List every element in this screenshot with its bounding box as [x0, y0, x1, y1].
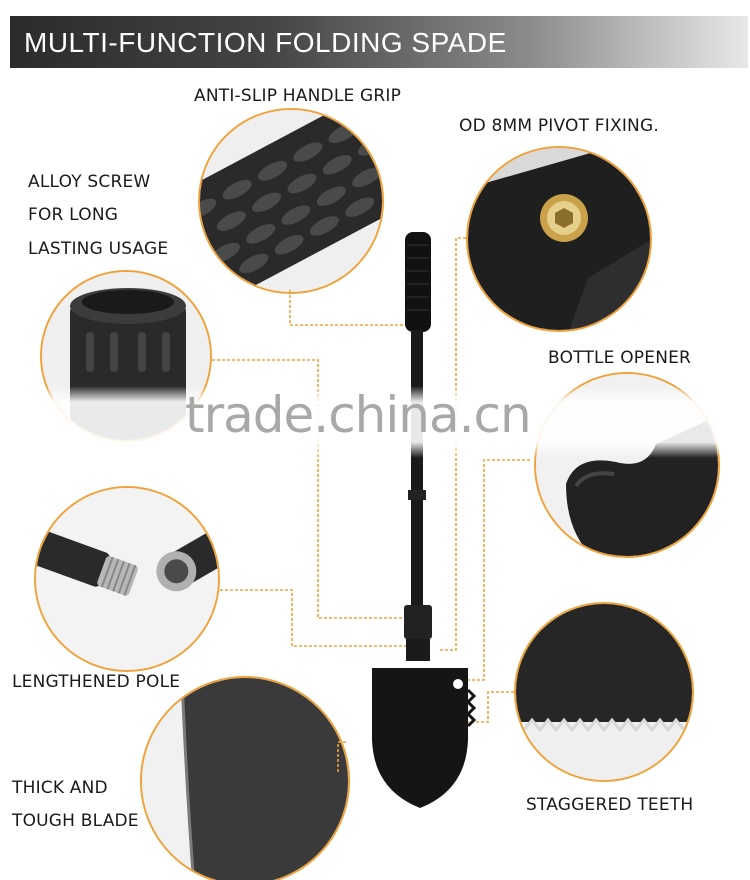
label-alloy-screw-1: ALLOY SCREW [28, 172, 151, 192]
banner-title: MULTI-FUNCTION FOLDING SPADE [24, 27, 507, 58]
label-pivot-fixing: OD 8MM PIVOT FIXING. [459, 116, 659, 136]
label-lengthened-pole: LENGTHENED POLE [12, 672, 181, 692]
staggered-teeth-detail-image [514, 602, 694, 782]
label-blade-2: TOUGH BLADE [12, 811, 139, 831]
label-staggered-teeth: STAGGERED TEETH [526, 795, 694, 815]
label-blade-1: THICK AND [12, 778, 108, 798]
handle-grip-detail-image [198, 108, 384, 294]
pivot-fixing-detail-image [466, 146, 652, 332]
label-bottle-opener: BOTTLE OPENER [548, 348, 692, 368]
label-handle-grip: ANTI-SLIP HANDLE GRIP [194, 86, 402, 106]
label-alloy-screw-3: LASTING USAGE [28, 239, 169, 259]
title-banner: MULTI-FUNCTION FOLDING SPADE [10, 16, 748, 68]
folding-spade-image [372, 232, 477, 808]
leader-lines [212, 237, 530, 772]
watermark-text: trade.china.cn [185, 386, 532, 444]
watermark-band [0, 386, 750, 458]
lengthened-pole-detail-image [34, 486, 220, 672]
label-alloy-screw-2: FOR LONG [28, 205, 119, 225]
blade-detail-image [140, 676, 350, 880]
